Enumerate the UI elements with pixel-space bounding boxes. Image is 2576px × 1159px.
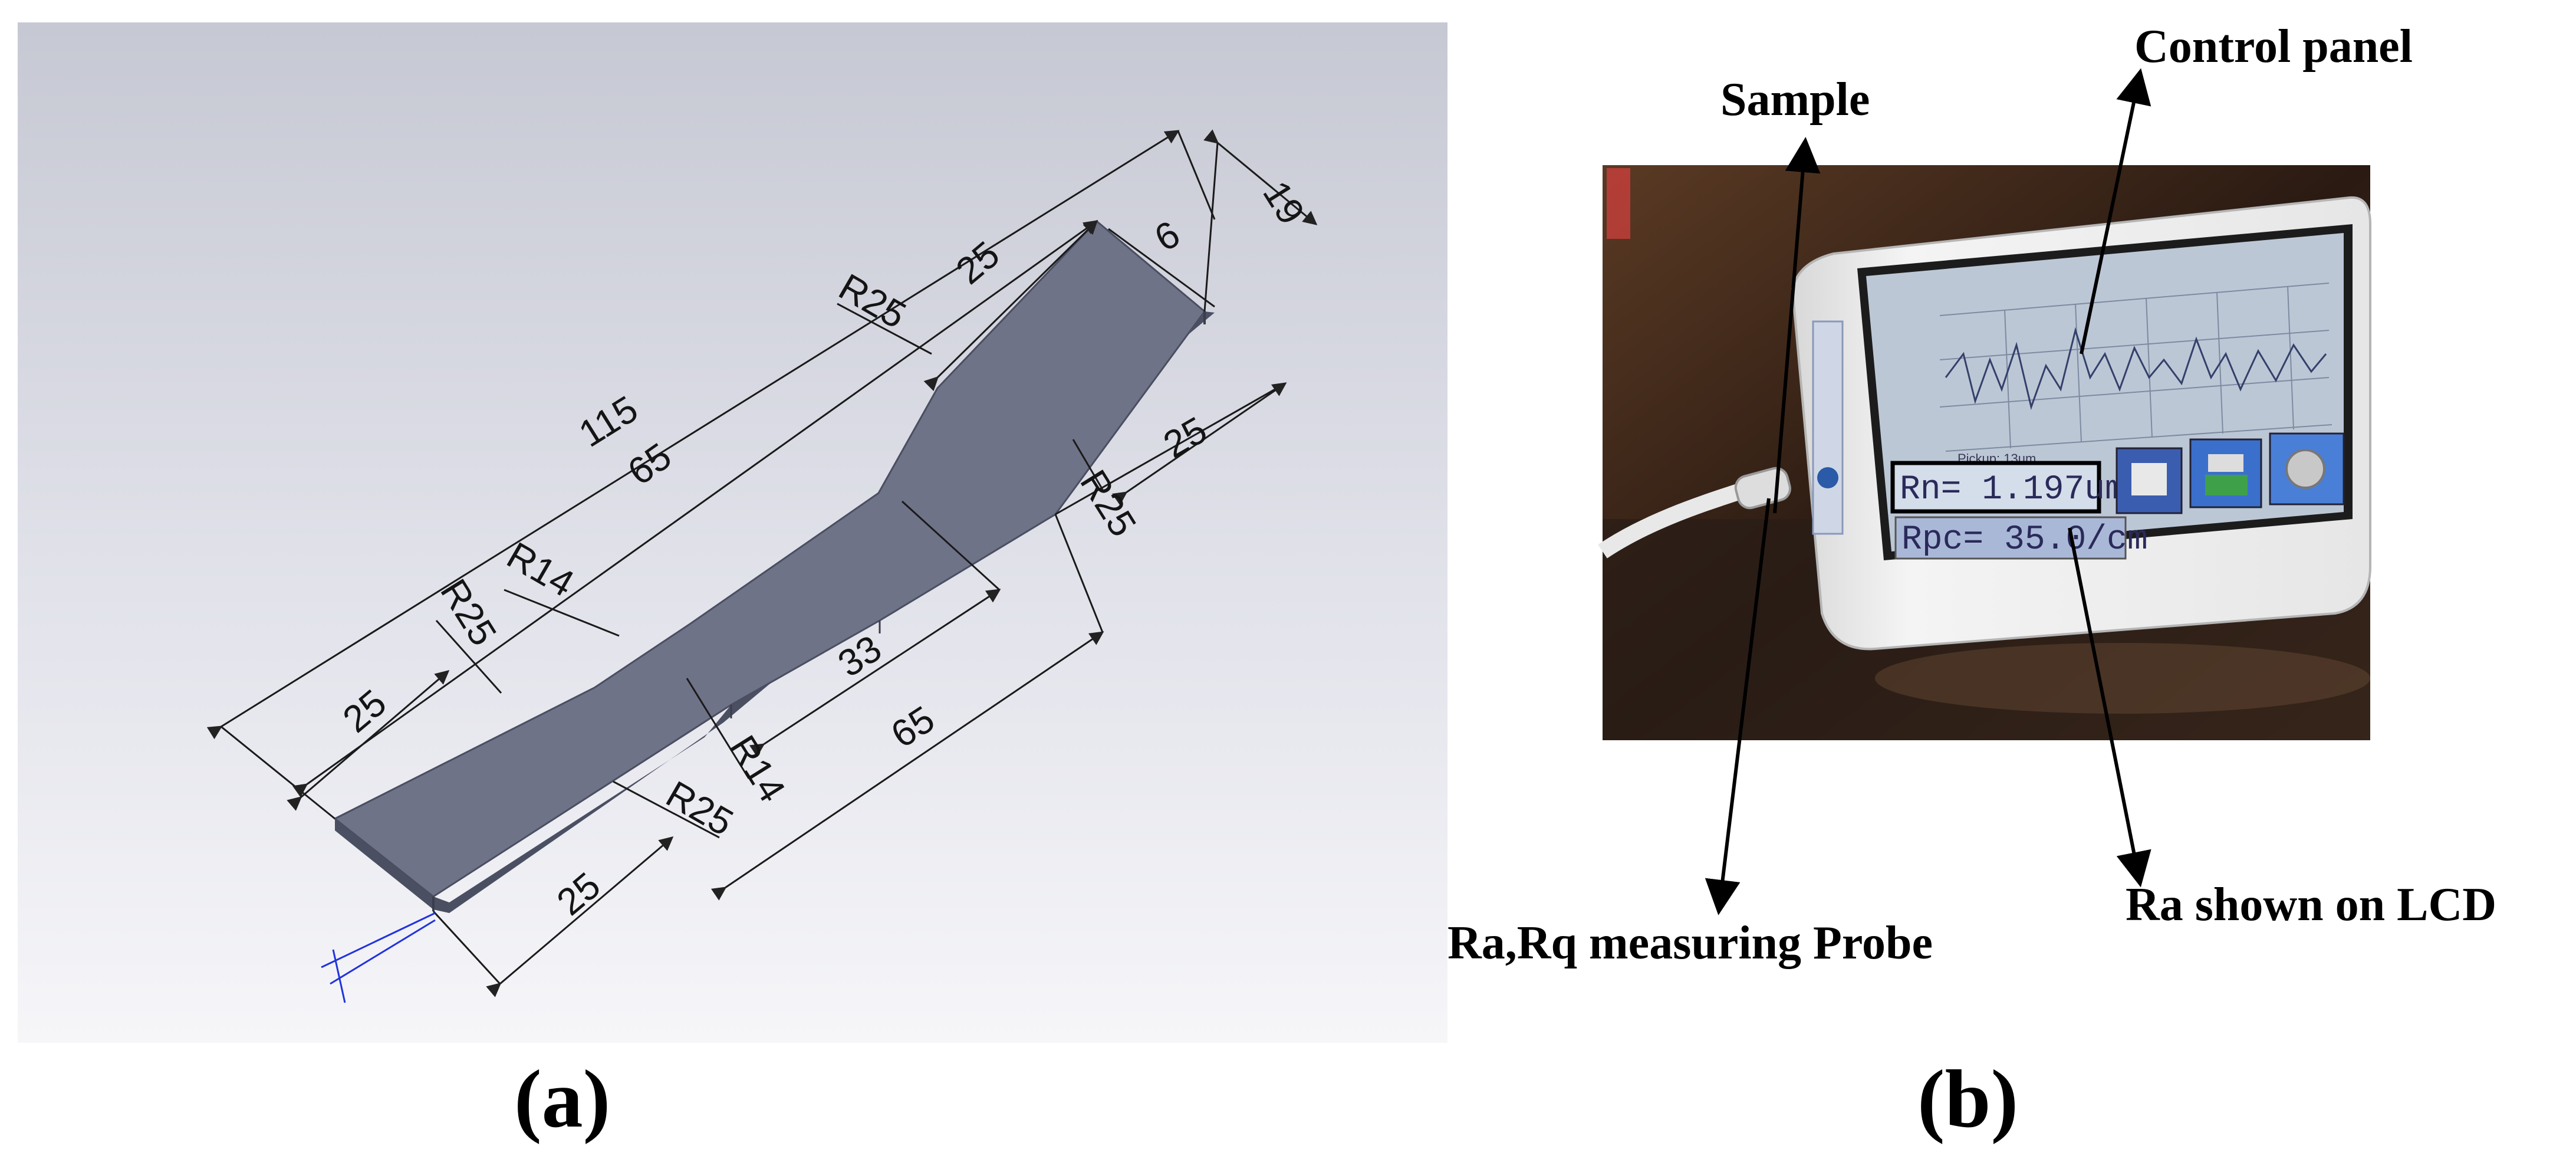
sample (1812, 320, 1844, 535)
roughness-profile-trace (1945, 327, 2327, 411)
rpc-readout-box (1894, 516, 2127, 560)
caption-b: (b) (1917, 1053, 2018, 1145)
label-control-panel: Control panel (2134, 21, 2413, 73)
callout-arrows (1705, 68, 2151, 915)
rpc-readout: Rpc= 35.0/cm (1901, 521, 2148, 559)
ra-readout: Rn= 1.197um (1900, 471, 2126, 509)
dimension-lines (206, 129, 1318, 997)
panel-b-photo: Pickup: 13um Rn= 1.197um Rpc= 35.0/cm (1598, 165, 2371, 740)
caption-a: (a) (514, 1053, 610, 1145)
coordinate-marker (321, 912, 436, 1003)
ra-readout-box (1890, 461, 2101, 514)
label-sample: Sample (1720, 74, 1870, 126)
label-ra-shown: Ra shown on LCD (2126, 879, 2496, 931)
label-probe: Ra,Rq measuring Probe (1447, 917, 1933, 969)
screen-button-print (2189, 438, 2262, 508)
cad-background (18, 22, 1447, 1043)
panel-a-cad-drawing: 115 65 19 6 25 25 33 65 25 25 R25 R25 R2… (18, 22, 1447, 1145)
lcd-screen: Pickup: 13um Rn= 1.197um Rpc= 35.0/cm (1857, 224, 2353, 560)
probe-cable (1598, 481, 1748, 559)
